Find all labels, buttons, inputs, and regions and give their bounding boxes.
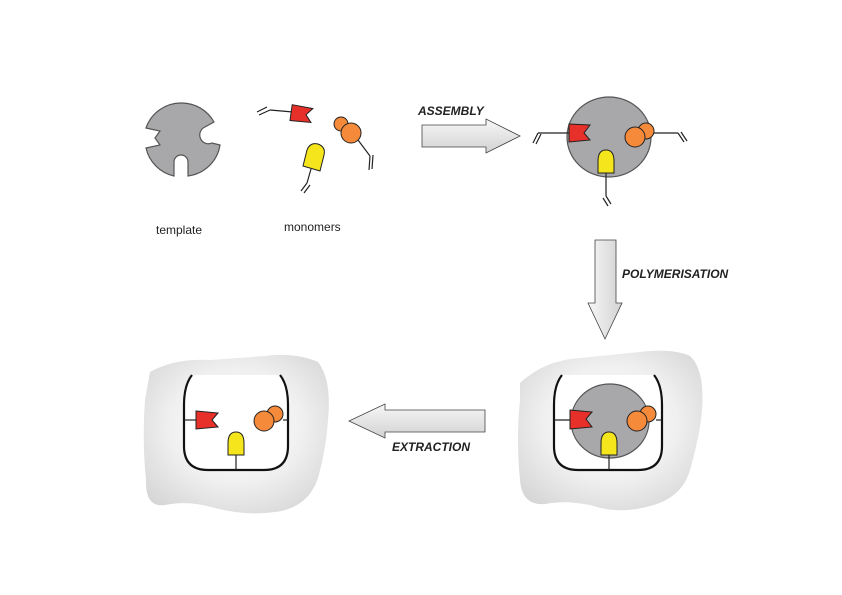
orange-monomer <box>333 116 374 171</box>
yellow-monomer <box>300 143 325 194</box>
assembly-arrow <box>421 118 521 154</box>
polymerisation-step-label: POLYMERISATION <box>622 267 729 281</box>
monomers-label: monomers <box>284 220 341 234</box>
template-label: template <box>156 223 202 237</box>
polymerisation-arrow <box>587 239 623 340</box>
extraction-arrow <box>348 403 486 439</box>
imprinted-polymer-cavity <box>143 354 329 514</box>
extraction-step-label: EXTRACTION <box>392 440 470 454</box>
assembly-step-label: ASSEMBLY <box>417 104 485 118</box>
red-monomer <box>256 104 314 124</box>
imprinted-polymer-with-template <box>518 350 703 511</box>
pre-polymerisation-complex <box>532 96 688 207</box>
free-monomers <box>256 104 374 194</box>
template-molecule <box>145 102 221 177</box>
